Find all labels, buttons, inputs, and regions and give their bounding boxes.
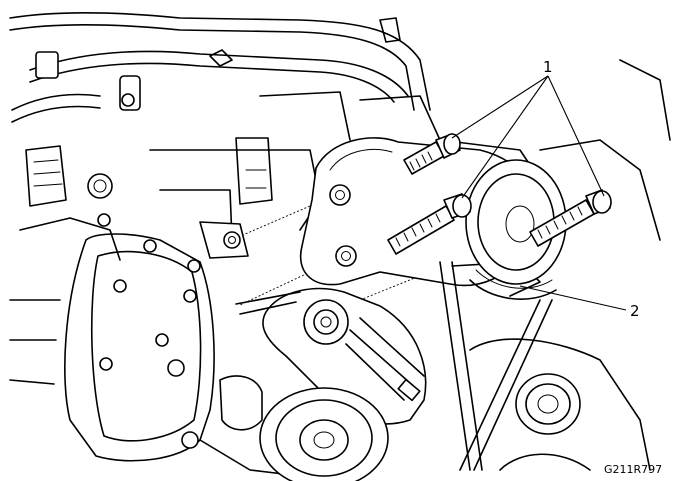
callout-1: 1 xyxy=(543,58,553,76)
bolt-right xyxy=(529,189,612,247)
leader-lines xyxy=(451,75,627,311)
callout-2: 2 xyxy=(630,302,640,320)
bolt-middle xyxy=(387,193,472,255)
crank-pulley xyxy=(259,387,389,481)
coolant-tubes xyxy=(9,11,431,123)
mount-boss xyxy=(199,221,249,259)
bolt-upper xyxy=(403,133,461,175)
tensioner-assembly xyxy=(262,287,427,425)
timing-cover xyxy=(9,145,301,477)
drive-belt xyxy=(235,261,553,471)
figure-code: G211R797 xyxy=(604,463,662,476)
idler-pulley xyxy=(465,159,567,300)
alternator-pulley xyxy=(469,338,651,471)
